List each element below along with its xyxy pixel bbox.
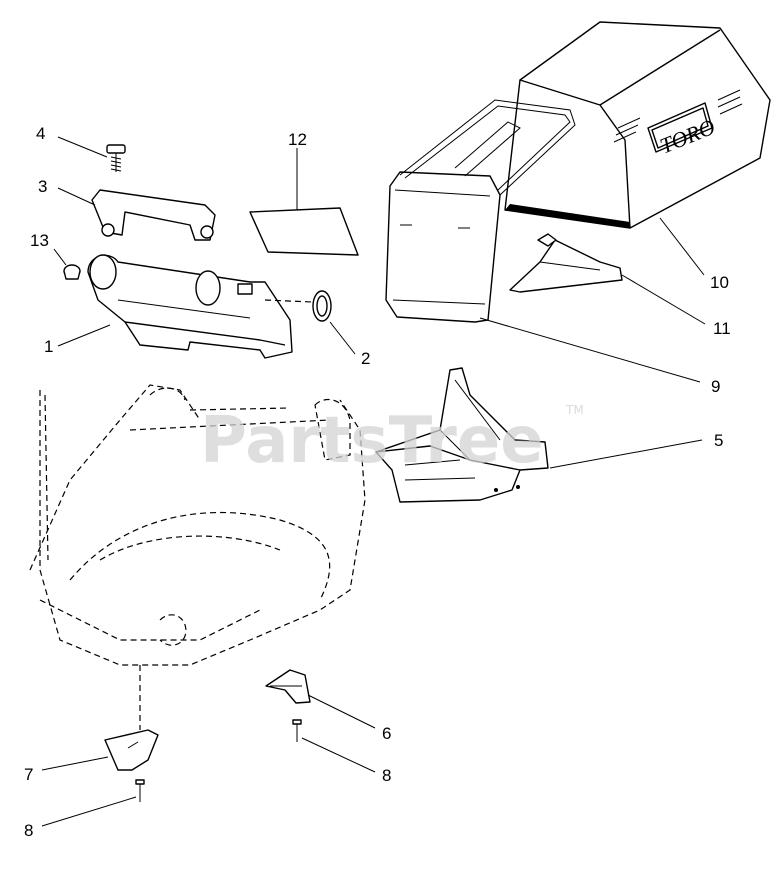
leader-lines [41, 136, 706, 827]
clip-part-2 [264, 290, 332, 322]
watermark: PartsTree TM [200, 403, 584, 478]
callout-9: 9 [711, 377, 720, 396]
callout-4: 4 [36, 124, 45, 143]
bracket-part-1 [87, 254, 293, 359]
screw-part-4 [106, 144, 126, 172]
bracket-part-7 [104, 729, 159, 771]
callout-8-left: 8 [24, 821, 33, 840]
bushing-part-13 [63, 264, 81, 280]
callout-13: 13 [30, 231, 49, 250]
watermark-text: PartsTree [200, 404, 544, 478]
callout-7: 7 [24, 765, 33, 784]
callout-8-right: 8 [382, 766, 391, 785]
callout-5: 5 [714, 431, 723, 450]
decal-part-12 [249, 207, 359, 256]
bag-frame-part-9 [385, 99, 576, 323]
watermark-tm: TM [565, 403, 584, 417]
chute-part-5 [375, 367, 549, 503]
callout-11: 11 [713, 319, 731, 338]
bracket-part-6 [265, 669, 311, 704]
callout-12: 12 [288, 130, 307, 149]
deflector-part-11 [509, 233, 623, 293]
callout-1: 1 [44, 337, 53, 356]
screw-part-8-a [292, 719, 302, 742]
callout-2: 2 [361, 349, 370, 368]
mower-deck [29, 384, 366, 730]
callout-3: 3 [38, 177, 47, 196]
screw-part-8-b [135, 779, 145, 802]
grass-bag-part-10: TORO [504, 21, 771, 229]
bracket-part-3 [91, 189, 216, 241]
callout-6: 6 [382, 724, 391, 743]
callouts: 4 3 13 1 2 12 10 11 9 5 6 8 7 8 [24, 124, 731, 840]
callout-10: 10 [710, 273, 729, 292]
